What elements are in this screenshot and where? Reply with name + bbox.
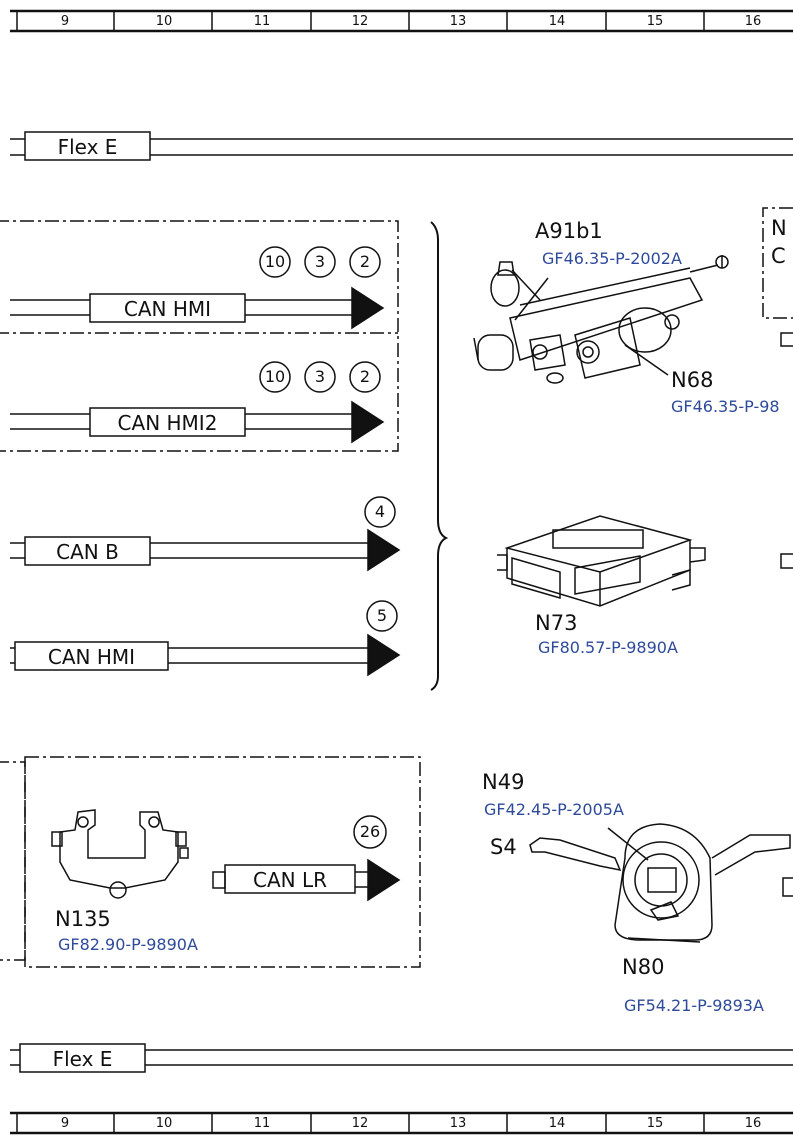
circle-can-lr: 26	[359, 822, 381, 841]
can-hmi2-bus	[10, 400, 385, 444]
flex-e-top-label: Flex E	[57, 135, 118, 159]
top-ruler-lines	[10, 9, 793, 33]
n73-label: N73	[535, 611, 578, 635]
n49-label: N49	[482, 770, 525, 794]
ruler-bottom-9: 9	[60, 1116, 70, 1131]
n80-ref[interactable]: GF54.21-P-9893A	[624, 996, 764, 1015]
n135-group-frame	[24, 756, 421, 968]
can-hmi-bus-2	[10, 633, 401, 677]
ruler-bottom-10: 10	[155, 1116, 173, 1131]
ruler-top-11: 11	[253, 14, 271, 29]
n80-steering-switch-drawing	[529, 823, 791, 943]
a91b1-ref[interactable]: GF46.35-P-2002A	[542, 249, 682, 268]
steering-rack-drawing	[473, 255, 729, 384]
circle-row2-a: 10	[264, 367, 286, 386]
n68-label: N68	[671, 368, 714, 392]
n68-ref[interactable]: GF46.35-P-98	[671, 397, 780, 416]
n80-label: N80	[622, 955, 665, 979]
n135-bracket-drawing	[51, 809, 189, 899]
edge-c-label: C	[771, 244, 786, 268]
ruler-top-14: 14	[548, 14, 566, 29]
edge-n-label: N	[771, 216, 787, 240]
flex-e-top-bus	[10, 131, 793, 161]
ruler-top-13: 13	[449, 14, 467, 29]
circle-can-hmi: 5	[376, 606, 388, 625]
can-lr-bus	[212, 858, 401, 902]
circle-row1-c: 2	[359, 252, 371, 271]
ruler-bottom-15: 15	[646, 1116, 664, 1131]
n135-label: N135	[55, 907, 111, 931]
ruler-bottom-12: 12	[351, 1116, 369, 1131]
bottom-ruler-lines	[10, 1111, 793, 1135]
circle-row2-c: 2	[359, 367, 371, 386]
flex-e-bottom-bus	[10, 1043, 793, 1073]
n49-ref[interactable]: GF42.45-P-2005A	[484, 800, 624, 819]
s4-label: S4	[490, 835, 517, 859]
n73-ref[interactable]: GF80.57-P-9890A	[538, 638, 678, 657]
circle-row2-b: 3	[314, 367, 326, 386]
ruler-bottom-14: 14	[548, 1116, 566, 1131]
ruler-top-9: 9	[60, 14, 70, 29]
can-lr-label: CAN LR	[252, 868, 327, 892]
can-b-label: CAN B	[56, 540, 119, 564]
circle-can-b: 4	[374, 502, 386, 521]
grouping-brace	[430, 221, 449, 691]
can-hmi-group-frame	[0, 220, 399, 452]
can-hmi-bus-1	[10, 286, 385, 330]
ruler-bottom-11: 11	[253, 1116, 271, 1131]
flex-e-bottom-label: Flex E	[52, 1047, 113, 1071]
a91b1-label: A91b1	[535, 219, 603, 243]
n73-control-unit-drawing	[497, 515, 706, 607]
ruler-bottom-13: 13	[449, 1116, 467, 1131]
ruler-top-10: 10	[155, 14, 173, 29]
ruler-top-16: 16	[744, 14, 762, 29]
ruler-bottom-16: 16	[744, 1116, 762, 1131]
n135-ref[interactable]: GF82.90-P-9890A	[58, 935, 198, 954]
circle-row1-b: 3	[314, 252, 326, 271]
can-hmi-2-label: CAN HMI	[47, 645, 136, 669]
circle-row1-a: 10	[264, 252, 286, 271]
ruler-top-12: 12	[351, 14, 369, 29]
ruler-top-15: 15	[646, 14, 664, 29]
can-hmi2-label: CAN HMI2	[117, 411, 218, 435]
connector-circles	[259, 246, 398, 849]
can-hmi-1-label: CAN HMI	[123, 297, 212, 321]
can-b-bus	[10, 528, 401, 572]
